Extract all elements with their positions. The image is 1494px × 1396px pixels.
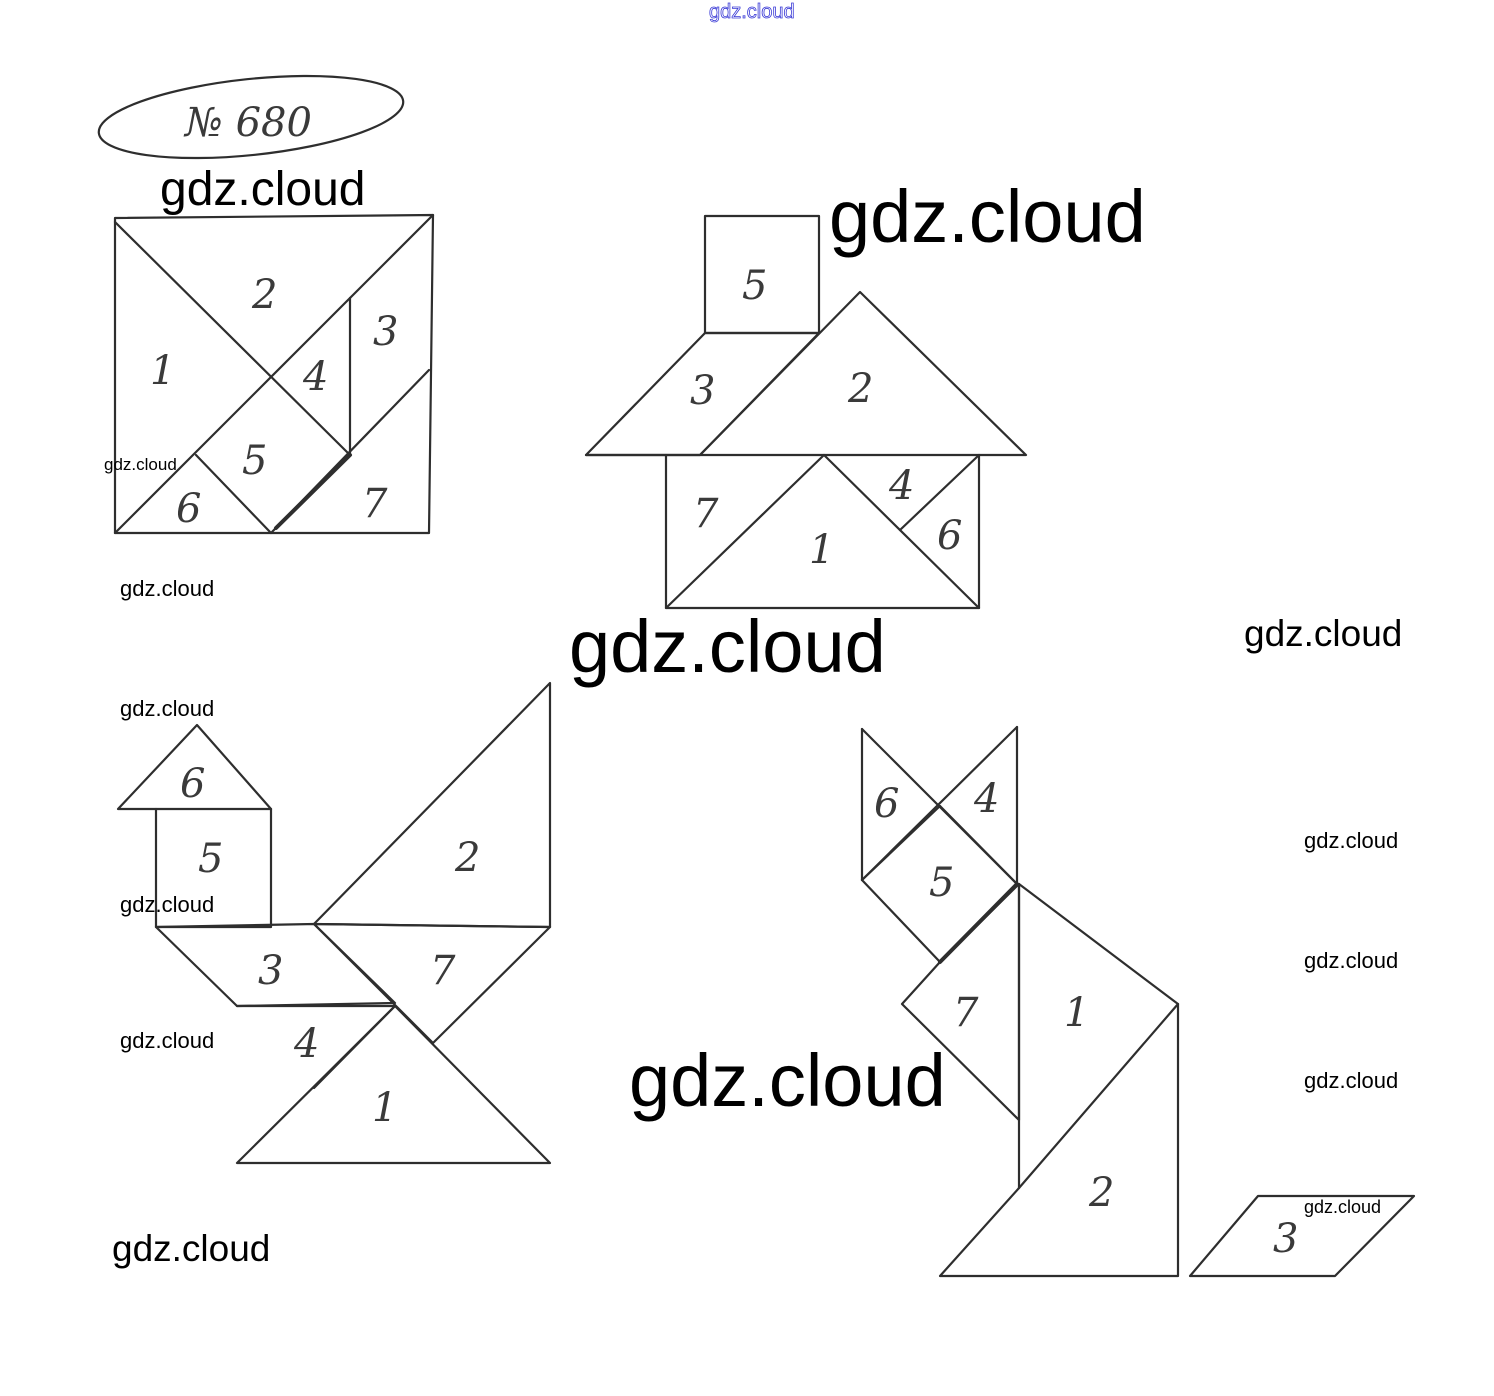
watermark: gdz.cloud <box>160 166 365 214</box>
house-inner-left <box>666 455 824 608</box>
watermark: gdz.cloud <box>829 180 1146 254</box>
house-piece-7: 7 <box>693 491 719 537</box>
watermark: gdz.cloud <box>120 894 214 916</box>
bird-piece-3: 3 <box>258 948 283 994</box>
cat-piece-2-label: 2 <box>1088 1170 1114 1216</box>
house-roof-big <box>586 292 1026 455</box>
watermark: gdz.cloud <box>1304 1198 1381 1216</box>
watermark: gdz.cloud <box>1244 615 1402 652</box>
figure-house: 5 3 2 7 4 6 1 <box>586 216 1026 608</box>
bird-piece-7: 7 <box>430 948 456 994</box>
watermark: gdz.cloud <box>1304 1070 1398 1092</box>
watermark: gdz.cloud <box>1304 830 1398 852</box>
cat-piece-4-label: 4 <box>973 776 999 822</box>
house-piece-6: 6 <box>937 513 962 559</box>
square-piece-1: 1 <box>150 348 175 394</box>
watermark: gdz.cloud <box>1304 950 1398 972</box>
bird-piece-1: 1 <box>372 1085 397 1131</box>
house-piece-5: 5 <box>742 263 767 309</box>
house-piece-3: 3 <box>690 368 715 414</box>
cat-piece-5-label: 5 <box>929 860 954 906</box>
cat-piece-3-label: 3 <box>1273 1216 1298 1262</box>
cat-piece-7-label: 7 <box>953 990 979 1036</box>
watermark: gdz.cloud <box>120 578 214 600</box>
bird-piece-2: 2 <box>454 835 480 881</box>
cat-piece-6-label: 6 <box>874 781 899 827</box>
square-diagonal-1 <box>115 222 350 455</box>
square-piece-6: 6 <box>176 486 201 532</box>
square-piece-2: 2 <box>251 272 277 318</box>
figure-square: 1 2 3 4 5 6 7 <box>115 215 433 533</box>
square-thick-edge <box>276 455 350 528</box>
figure-bird: 6 5 2 3 7 4 1 <box>118 683 550 1163</box>
bird-piece-6: 6 <box>180 761 205 807</box>
problem-label-group: № 680 <box>95 63 407 171</box>
square-piece-3: 3 <box>373 309 398 355</box>
watermark: gdz.cloud <box>120 1030 214 1052</box>
bird-piece-4: 4 <box>293 1021 319 1067</box>
watermark: gdz.cloud <box>120 698 214 720</box>
square-piece-5: 5 <box>242 438 267 484</box>
square-piece-7: 7 <box>362 481 388 527</box>
house-piece-1: 1 <box>809 527 834 573</box>
watermark: gdz.cloud <box>629 1044 946 1118</box>
house-piece-4: 4 <box>888 463 914 509</box>
cat-piece-1 <box>1019 884 1178 1188</box>
watermark: gdz.cloud <box>112 1230 270 1267</box>
bird-piece-5: 5 <box>198 836 223 882</box>
watermark-top: gdz.cloud <box>709 2 795 22</box>
problem-label: № 680 <box>183 100 312 146</box>
watermark: gdz.cloud <box>569 610 886 684</box>
cat-piece-1-label: 1 <box>1064 990 1089 1036</box>
house-piece-2: 2 <box>847 366 873 412</box>
square-piece-4: 4 <box>302 354 328 400</box>
figure-cat: 6 4 5 7 1 2 3 <box>862 727 1414 1276</box>
bird-tail-2 <box>314 683 550 927</box>
watermark: gdz.cloud <box>104 456 177 473</box>
